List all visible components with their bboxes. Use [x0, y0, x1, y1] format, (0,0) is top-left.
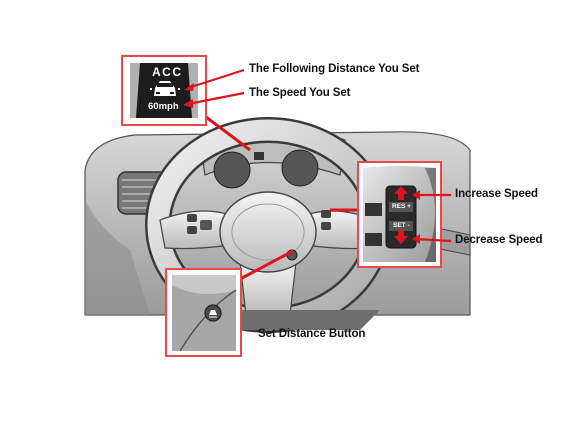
acc-title: ACC	[152, 65, 183, 79]
acc-speed: 60mph	[148, 101, 179, 112]
label-set-distance-button: Set Distance Button	[258, 328, 366, 340]
label-arrows	[183, 68, 452, 244]
decrease-arrow-icon	[394, 230, 408, 244]
increase-arrow-icon	[394, 186, 408, 200]
set-button-label: SET -	[393, 222, 410, 229]
label-decrease-speed: Decrease Speed	[455, 234, 543, 246]
resume-button-label: RES +	[392, 203, 411, 210]
car-front-icon	[154, 81, 176, 96]
label-speed-set: The Speed You Set	[249, 87, 351, 99]
cruise-buttons-inset	[357, 161, 442, 268]
distance-car-icon	[209, 310, 217, 318]
label-following-distance: The Following Distance You Set	[249, 63, 420, 75]
set-distance-inset	[165, 268, 242, 357]
label-increase-speed: Increase Speed	[455, 188, 538, 200]
